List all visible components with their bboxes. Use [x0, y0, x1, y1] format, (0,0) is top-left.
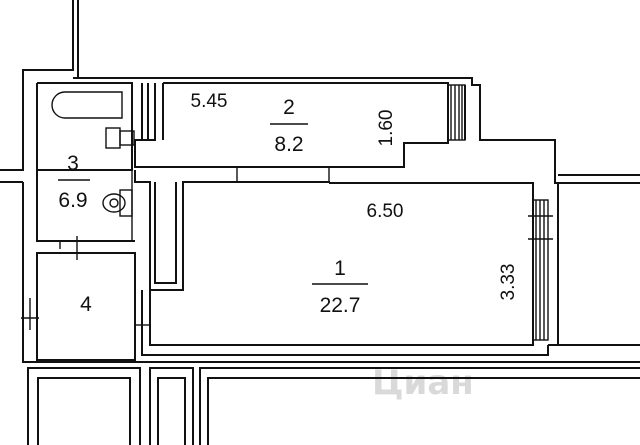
- main-room-window: [528, 199, 553, 341]
- room-3-number: 3: [67, 152, 79, 175]
- hallway-window: [447, 84, 466, 141]
- room-2-area: 8.2: [274, 133, 303, 156]
- toilet-icon: [102, 189, 133, 217]
- room-3-area: 6.9: [58, 189, 87, 212]
- outer-walls: [0, 0, 640, 363]
- sink-icon: [105, 127, 135, 149]
- room-1-number: 1: [334, 257, 346, 280]
- closet-walls: [36, 252, 136, 361]
- room-4-number: 4: [80, 293, 92, 316]
- lower-walls: [27, 367, 640, 445]
- watermark: Циан: [372, 363, 474, 403]
- hall-width-dimension: 5.45: [191, 91, 228, 112]
- room-depth-dimension: 3.33: [498, 264, 519, 301]
- room-2-number: 2: [283, 96, 295, 119]
- hall-depth-dimension: 1.60: [376, 110, 397, 147]
- bathtub-icon: [51, 91, 123, 119]
- room-width-dimension: 6.50: [367, 201, 404, 222]
- room-1-area: 22.7: [320, 294, 361, 317]
